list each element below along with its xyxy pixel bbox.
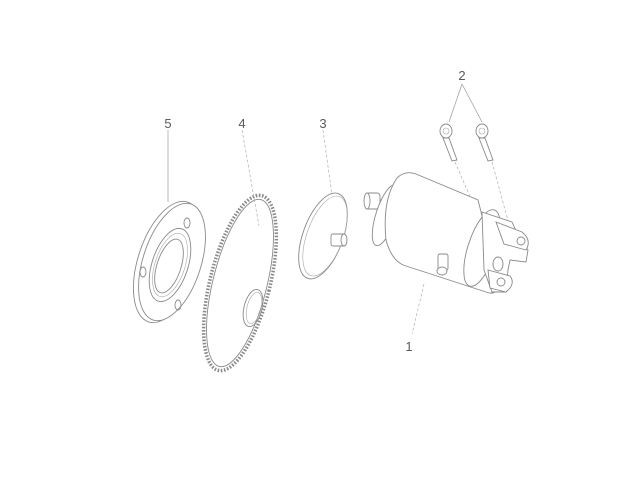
callout-2: 2 <box>458 68 465 83</box>
callout-4: 4 <box>238 116 245 131</box>
part-1-starter-motor[interactable] <box>363 172 529 335</box>
part-2-screws[interactable] <box>439 83 511 229</box>
callout-3: 3 <box>319 116 326 131</box>
part-3-cover-plate[interactable] <box>289 129 357 285</box>
part-5-flange-housing[interactable] <box>120 130 218 331</box>
callout-5: 5 <box>164 116 171 131</box>
callout-1: 1 <box>405 339 412 354</box>
part-4-ring-gear[interactable] <box>189 129 291 378</box>
